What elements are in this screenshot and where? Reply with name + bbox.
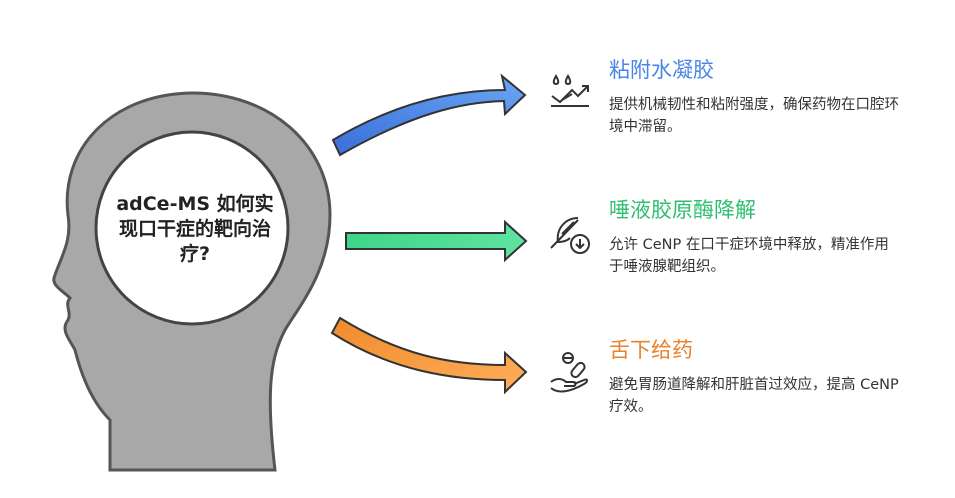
item-description-adhesive-hydrogel: 提供机械韧性和粘附强度，确保药物在口腔环境中滞留。: [609, 97, 899, 135]
item-title-sublingual-delivery: 舌下给药: [609, 338, 693, 362]
arrow-blue: [331, 73, 527, 157]
item-title-salivary-collagenase: 唾液胶原酶降解: [609, 198, 756, 222]
droplets-trend-icon: [551, 74, 589, 107]
center-question: adCe-MS 如何实现口干症的靶向治疗?: [116, 193, 274, 265]
item-description-salivary-collagenase: 允许 CeNP 在口干症环境中释放，精准作用于唾液腺靶组织。: [609, 237, 889, 275]
item-title-adhesive-hydrogel: 粘附水凝胶: [609, 58, 714, 82]
leaf-download-icon: [550, 217, 590, 254]
pill-hand-icon: [550, 352, 588, 393]
arrow-orange: [330, 316, 528, 395]
arrow-green: [345, 219, 528, 263]
item-description-sublingual-delivery: 避免胃肠道降解和肝脏首过效应，提高 CeNP 疗效。: [609, 377, 899, 415]
center-circle: [94, 130, 290, 326]
